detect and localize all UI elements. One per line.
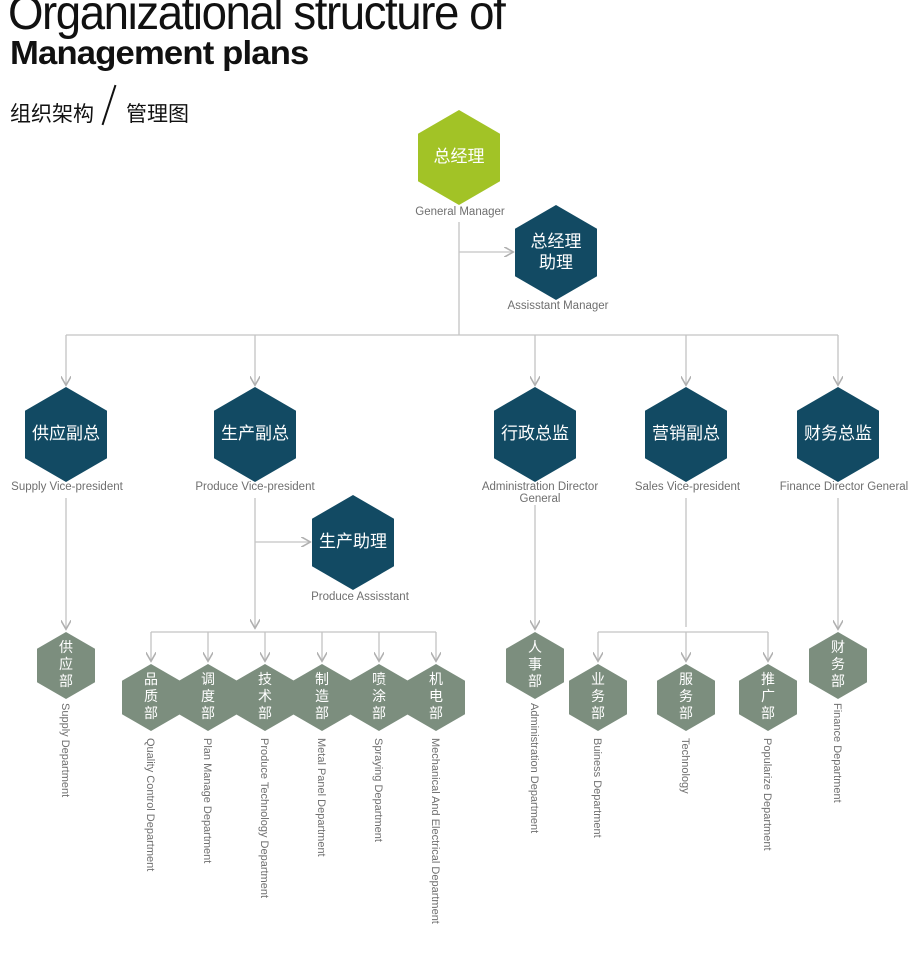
admin-director-cn: 行政总监 bbox=[501, 424, 569, 444]
dept-popularize-node: 推广部 bbox=[739, 664, 797, 731]
dept-spraying-label: Spraying Department bbox=[372, 738, 384, 842]
dept-service-label: Technology bbox=[679, 738, 691, 794]
finance-director-label: Finance Director General bbox=[779, 481, 909, 493]
dept-mechanical-node: 机电部 bbox=[407, 664, 465, 731]
chinese-title-right: 管理图 bbox=[126, 102, 189, 126]
produce-vp-label: Produce Vice-president bbox=[195, 481, 315, 493]
supply-vp-cn: 供应副总 bbox=[32, 424, 100, 444]
assistant-manager-node: 总经理助理 bbox=[515, 205, 597, 300]
dept-tech-label: Produce Technology Department bbox=[258, 738, 270, 899]
sales-vp-node: 营销副总 bbox=[645, 387, 727, 482]
finance-director-cn: 财务总监 bbox=[804, 424, 872, 444]
produce-vp-cn: 生产副总 bbox=[221, 424, 289, 444]
produce-assistant-label: Produce Assisstant bbox=[311, 591, 409, 603]
assistant-manager-label: Assisstant Manager bbox=[507, 300, 609, 312]
dept-mechanical-label: Mechanical And Electrical Department bbox=[429, 738, 441, 924]
dept-hr-node: 人事部 bbox=[506, 632, 564, 699]
dept-metal-node: 制造部 bbox=[293, 664, 351, 731]
finance-director-node: 财务总监 bbox=[797, 387, 879, 482]
dept-spraying-node: 喷涂部 bbox=[350, 664, 408, 731]
page-title: Organizational structure of bbox=[8, 0, 506, 40]
dept-finance-node: 财务部 bbox=[809, 632, 867, 699]
supply-vp-label: Supply Vice-president bbox=[11, 481, 123, 493]
dept-finance-label: Finance Department bbox=[831, 703, 843, 803]
dept-tech-node: 技术部 bbox=[236, 664, 294, 731]
produce-vp-node: 生产副总 bbox=[214, 387, 296, 482]
page-subtitle: Management plans bbox=[10, 34, 309, 71]
chinese-title-left: 组织架构 bbox=[10, 102, 94, 126]
dept-plan-node: 调度部 bbox=[179, 664, 237, 731]
produce-assistant-cn: 生产助理 bbox=[319, 532, 387, 552]
sales-vp-label: Sales Vice-president bbox=[634, 481, 741, 493]
dept-metal-label: Metal Panel Department bbox=[315, 738, 327, 857]
dept-hr-label: Administration Department bbox=[528, 703, 540, 834]
admin-director-node: 行政总监 bbox=[494, 387, 576, 482]
sales-vp-cn: 营销副总 bbox=[652, 424, 720, 444]
dept-supply-node: 供应部 bbox=[37, 632, 95, 699]
general-manager-cn: 总经理 bbox=[433, 147, 485, 167]
dept-quality-node: 品质部 bbox=[122, 664, 180, 731]
dept-popularize-label: Popularize Department bbox=[761, 738, 773, 851]
assistant-manager-cn-2: 助理 bbox=[539, 252, 573, 273]
dept-service-node: 服务部 bbox=[657, 664, 715, 731]
general-manager-label: General Manager bbox=[415, 206, 505, 218]
supply-vp-node: 供应副总 bbox=[25, 387, 107, 482]
dept-plan-label: Plan Manage Department bbox=[201, 738, 213, 864]
dept-quality-label: Quality Control Department bbox=[144, 738, 156, 872]
dept-business-label: Buiness Department bbox=[591, 738, 603, 838]
assistant-manager-cn-1: 总经理 bbox=[530, 231, 582, 252]
dept-business-node: 业务部 bbox=[569, 664, 627, 731]
dept-supply-label: Supply Department bbox=[59, 703, 71, 798]
